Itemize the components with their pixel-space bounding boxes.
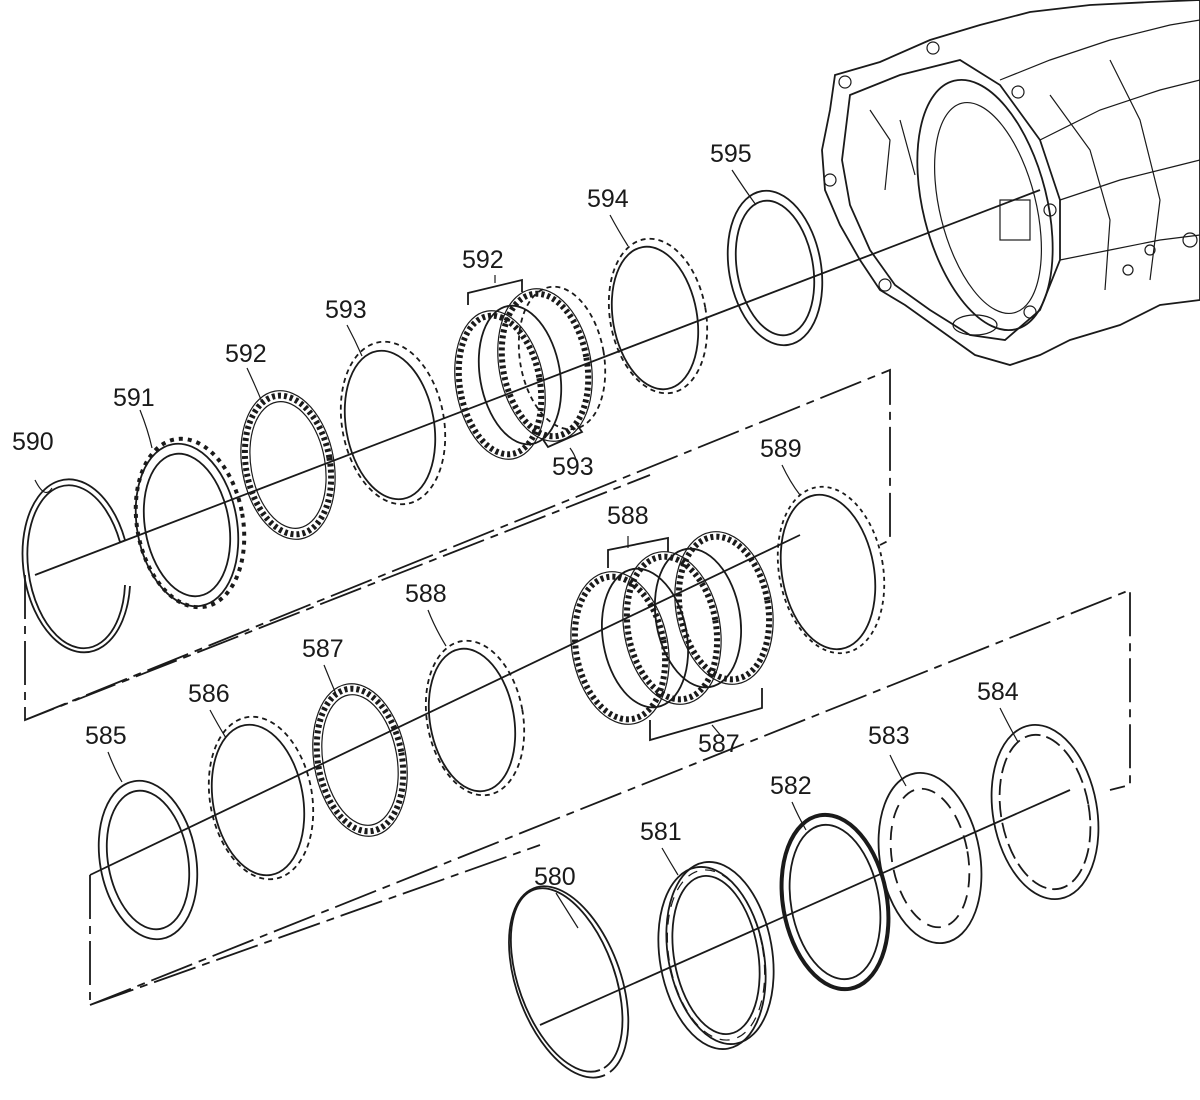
callout-584: 584 xyxy=(977,678,1019,706)
clutch-pack-592-593 xyxy=(454,278,607,460)
part-590-snap-ring xyxy=(21,478,131,654)
part-582-seal xyxy=(779,812,891,992)
callout-594: 594 xyxy=(587,185,629,213)
part-580-snap-ring xyxy=(508,885,630,1079)
part-584-spring-assembly xyxy=(990,723,1100,901)
callout-588-pack: 588 xyxy=(607,502,649,530)
callout-580: 580 xyxy=(534,863,576,891)
transmission-case xyxy=(821,0,1200,366)
part-595-plate xyxy=(726,189,824,347)
part-581-piston xyxy=(657,861,775,1050)
callout-592-pack: 592 xyxy=(462,246,504,274)
callout-583: 583 xyxy=(868,722,910,750)
callout-586: 586 xyxy=(188,680,230,708)
assembly-axis-lines xyxy=(34,189,1071,1026)
callout-591: 591 xyxy=(113,384,155,412)
callout-587-single: 587 xyxy=(302,635,344,663)
part-593-steel-plate xyxy=(339,340,447,506)
callout-589: 589 xyxy=(760,435,802,463)
callout-587-pack: 587 xyxy=(698,730,740,758)
callout-581: 581 xyxy=(640,818,682,846)
callout-582: 582 xyxy=(770,772,812,800)
leader-lines xyxy=(34,169,1019,929)
connector-paths xyxy=(24,368,1131,1007)
callout-585: 585 xyxy=(85,722,127,750)
part-587-friction-plate xyxy=(312,683,408,837)
part-586-steel-plate xyxy=(207,715,315,881)
part-589-steel-plate xyxy=(776,485,886,655)
part-588-steel-plate xyxy=(424,639,526,797)
callout-592-single: 592 xyxy=(225,340,267,368)
part-583-spring-plate xyxy=(877,771,983,945)
callout-588-single: 588 xyxy=(405,580,447,608)
callout-593-single: 593 xyxy=(325,296,367,324)
callout-labels: 590 591 592 593 592 593 594 595 589 588 … xyxy=(12,140,1019,891)
part-594-steel-plate xyxy=(607,237,709,395)
callout-593-pack: 593 xyxy=(552,453,594,481)
part-585-plate xyxy=(97,779,199,941)
clutch-pack-587-588 xyxy=(570,531,774,742)
part-592-friction-plate xyxy=(240,390,336,540)
part-591-backing-plate xyxy=(133,436,247,610)
callout-595: 595 xyxy=(710,140,752,168)
callout-590: 590 xyxy=(12,428,54,456)
